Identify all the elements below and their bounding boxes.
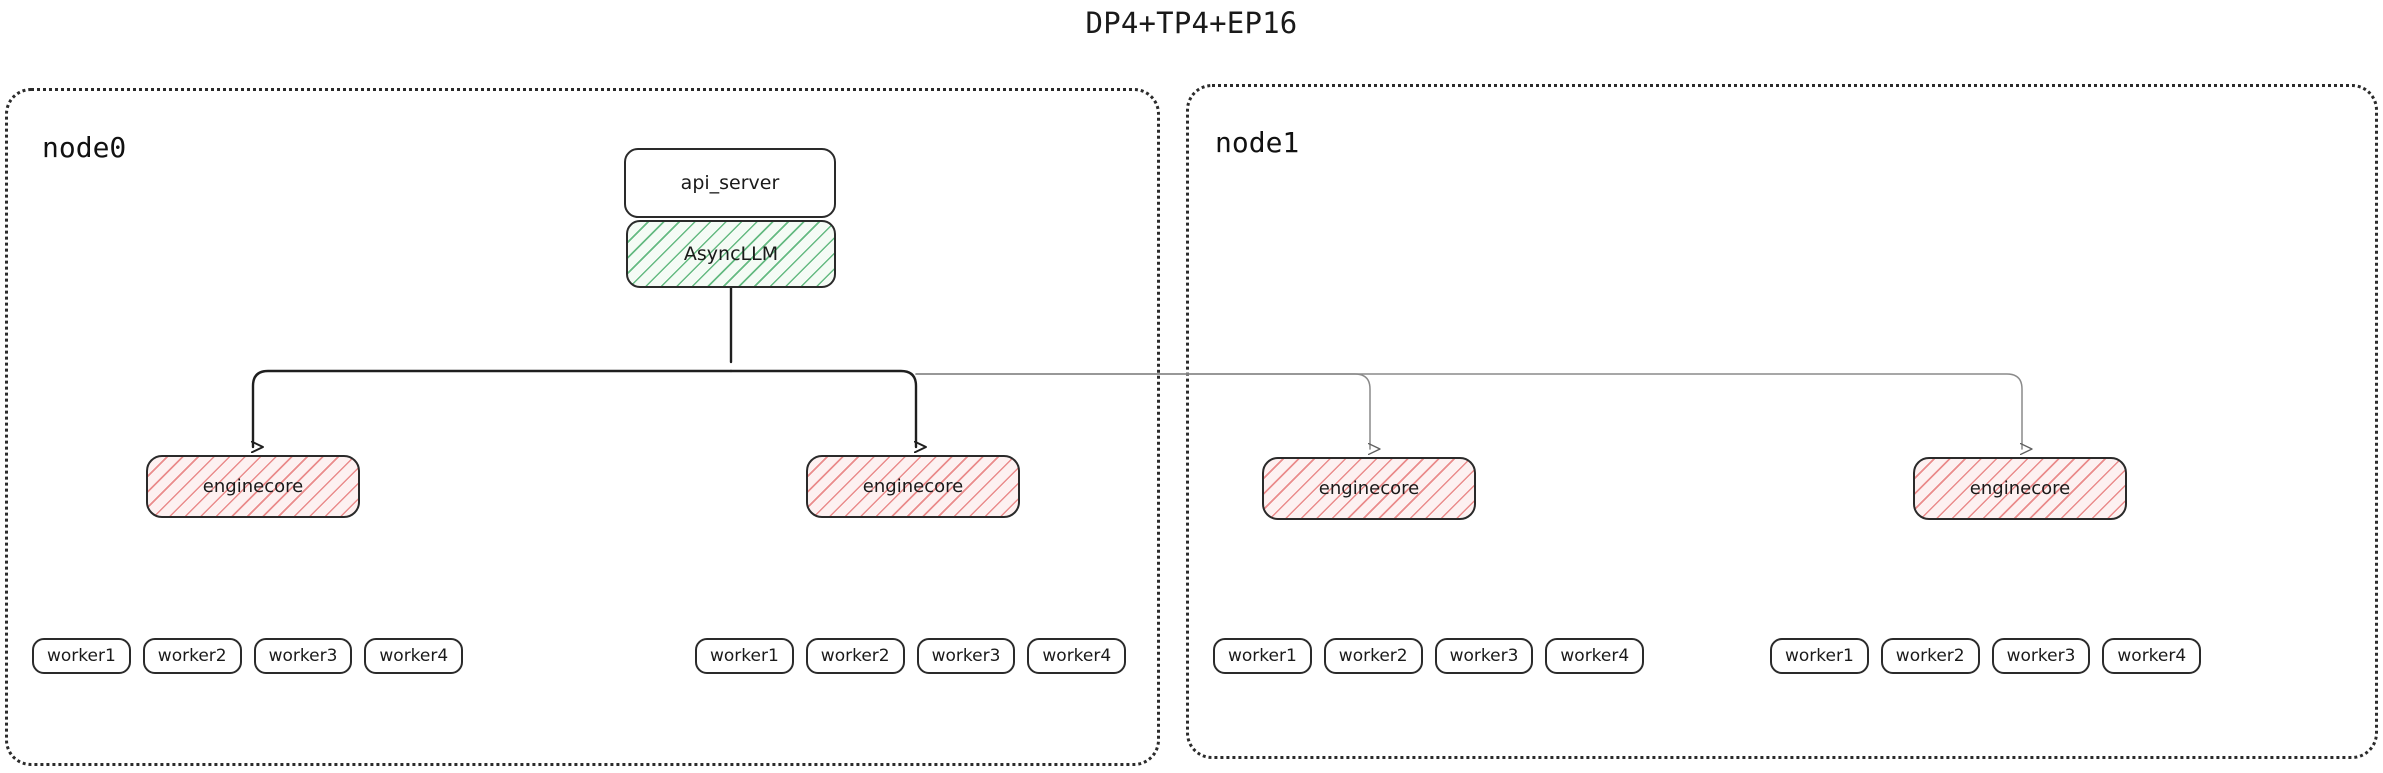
worker-chip[interactable]: worker2 bbox=[1880, 638, 1980, 674]
worker-row-node1-0: worker1 worker2 worker3 worker4 bbox=[1213, 638, 1645, 674]
worker-chip[interactable]: worker4 bbox=[1545, 638, 1645, 674]
worker-chip[interactable]: worker1 bbox=[1770, 638, 1869, 674]
worker-chip[interactable]: worker1 bbox=[695, 638, 794, 674]
worker-chip[interactable]: worker2 bbox=[805, 638, 905, 674]
api-server-box[interactable]: api_server bbox=[624, 148, 836, 218]
node-label-node1: node1 bbox=[1215, 126, 1300, 159]
worker-chip[interactable]: worker1 bbox=[32, 638, 131, 674]
node-label-node0: node0 bbox=[42, 131, 127, 164]
worker-row-node0-1: worker1 worker2 worker3 worker4 bbox=[695, 638, 1127, 674]
worker-chip[interactable]: worker4 bbox=[2102, 638, 2202, 674]
async-llm-box[interactable]: AsyncLLM bbox=[626, 220, 836, 288]
worker-chip[interactable]: worker3 bbox=[916, 638, 1016, 674]
worker-chip[interactable]: worker4 bbox=[364, 638, 464, 674]
worker-chip[interactable]: worker3 bbox=[1991, 638, 2091, 674]
enginecore-box-node0-1[interactable]: enginecore bbox=[806, 455, 1020, 518]
page-title: DP4+TP4+EP16 bbox=[1085, 6, 1298, 40]
worker-chip[interactable]: worker2 bbox=[142, 638, 242, 674]
enginecore-box-node1-1[interactable]: enginecore bbox=[1913, 457, 2127, 520]
worker-row-node0-0: worker1 worker2 worker3 worker4 bbox=[32, 638, 464, 674]
worker-chip[interactable]: worker1 bbox=[1213, 638, 1312, 674]
enginecore-box-node1-0[interactable]: enginecore bbox=[1262, 457, 1476, 520]
enginecore-box-node0-0[interactable]: enginecore bbox=[146, 455, 360, 518]
worker-chip[interactable]: worker3 bbox=[253, 638, 353, 674]
worker-chip[interactable]: worker2 bbox=[1323, 638, 1423, 674]
worker-chip[interactable]: worker3 bbox=[1434, 638, 1534, 674]
worker-chip[interactable]: worker4 bbox=[1027, 638, 1127, 674]
worker-row-node1-1: worker1 worker2 worker3 worker4 bbox=[1770, 638, 2202, 674]
